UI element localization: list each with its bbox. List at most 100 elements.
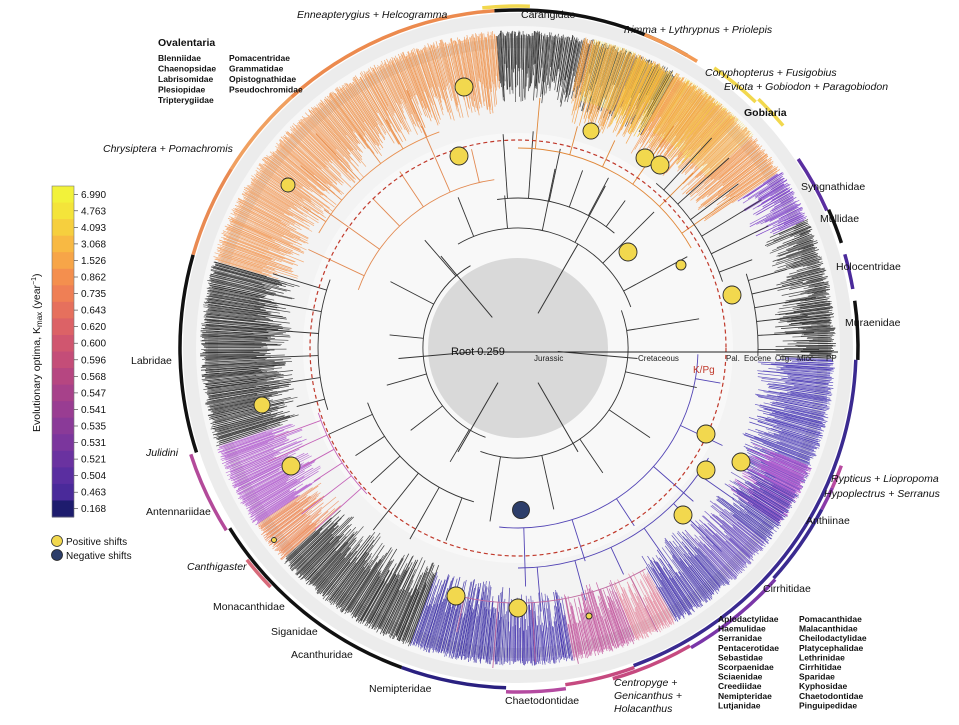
label-hypoplectrus: Hypoplectrus + Serranus [824,488,941,500]
scale-olig: Olig. [775,354,791,363]
label-rypticus: Rypticus + Liopropoma [831,473,939,485]
positive-shift-marker [732,453,750,471]
colorbar-swatch [52,285,74,302]
colorbar-tick-label: 0.531 [81,438,106,449]
eupercaria-family-list: AplodactylidaeHaemulidaeSerranidaePentac… [718,614,867,710]
positive-shift-marker [586,613,592,619]
colorbar-swatch [52,401,74,418]
colorbar-title-sub: max [35,312,44,327]
label-gobiaria: Gobiaria [744,107,787,119]
colorbar-swatch [52,418,74,435]
scale-pp: PP [826,354,837,363]
label-acanthuridae: Acanthuridae [291,649,353,661]
legend-positive-label: Positive shifts [66,537,127,548]
family-name: Pseudochromidae [229,85,303,95]
scale-jurassic: Jurassic [534,354,563,363]
colorbar-title-main: Evolutionary optima, K [31,327,43,432]
scale-cretaceous: Cretaceous [638,354,679,363]
label-ovalentaria: Ovalentaria [158,37,215,49]
label-chaetodontidae: Chaetodontidae [505,695,579,707]
tip-branch [813,339,832,340]
positive-shift-marker [619,243,637,261]
positive-shift-marker [254,397,270,413]
positive-shift-marker [447,587,465,605]
family-name: Tripterygiidae [158,95,214,105]
colorbar-swatch [52,269,74,286]
family-name: Cirrhitidae [799,662,842,672]
colorbar-title-close: ) [31,273,43,277]
colorbar-tick-label: 0.168 [81,504,106,515]
colorbar-tick-label: 0.504 [81,471,106,482]
colorbar-swatch [52,203,74,220]
family-name: Pentacerotidae [718,643,779,653]
colorbar-swatch [52,434,74,451]
colorbar-swatch [52,352,74,369]
scale-mioc: Mioc. [797,354,816,363]
colorbar-tick-label: 1.526 [81,256,106,267]
family-name: Pinguipedidae [799,700,857,710]
tip-branch [515,32,516,87]
family-name: Aplodactylidae [718,614,779,624]
label-siganidae: Siganidae [271,626,318,638]
clade-bar [855,301,858,360]
legend-negative-marker [52,550,63,561]
colorbar-tick-label: 4.093 [81,223,106,234]
colorbar-tick-label: 0.521 [81,455,106,466]
label-julidini: Julidini [145,447,179,459]
colorbar-tick-label: 4.763 [81,206,106,217]
positive-shift-marker [509,599,527,617]
colorbar-swatch [52,302,74,319]
family-name: Kyphosidae [799,681,847,691]
family-name: Sparidae [799,672,835,682]
family-name: Pomacanthidae [799,614,862,624]
label-chrysiptera: Chrysiptera + Pomachromis [103,143,234,155]
label-mullidae: Mullidae [820,213,859,225]
scale-pal: Pal. [726,354,740,363]
label-syngnathidae: Syngnathidae [801,181,865,193]
colorbar-swatch [52,368,74,385]
colorbar-swatch [52,186,74,203]
colorbar-swatch [52,236,74,253]
colorbar-swatch [52,467,74,484]
positive-shift-marker [697,461,715,479]
label-enneapterygius: Enneapterygius + Helcogramma [297,9,447,21]
label-holocentridae: Holocentridae [836,261,901,273]
positive-shift-marker [676,260,686,270]
family-name: Nemipteridae [718,691,772,701]
colorbar-swatch [52,385,74,402]
colorbar-tick-label: 0.600 [81,339,106,350]
clade-bar [506,689,566,692]
ovalentaria-family-list: BlenniidaeChaenopsidaeLabrisomidaePlesio… [158,53,303,105]
label-muraenidae: Muraenidae [845,317,901,329]
family-name: Sebastidae [718,652,763,662]
positive-shift-marker [281,178,295,192]
family-name: Plesiopidae [158,85,206,95]
colorbar-title-unit: (year [31,284,43,311]
colorbar: 6.9904.7634.0933.0681.5260.8620.7350.643… [52,186,106,518]
family-name: Platycephalidae [799,643,864,653]
family-name: Creediidae [718,681,762,691]
colorbar-tick-label: 0.568 [81,372,106,383]
family-name: Malacanthidae [799,624,858,634]
family-name: Grammatidae [229,64,284,74]
positive-shift-marker [583,123,599,139]
family-name: Haemulidae [718,624,766,634]
label-trimma: Trimma + Lythrypnus + Priolepis [622,24,773,36]
colorbar-tick-label: 0.596 [81,355,106,366]
family-name: Chaetodontidae [799,691,863,701]
colorbar-tick-label: 0.535 [81,422,106,433]
colorbar-tick-label: 0.541 [81,405,106,416]
positive-shift-marker [651,156,669,174]
label-coryphopterus: Coryphopterus + Fusigobius [705,67,837,79]
positive-shift-marker [697,425,715,443]
family-name: Pomacentridae [229,53,290,63]
positive-shift-marker [282,457,300,475]
colorbar-tick-label: 0.735 [81,289,106,300]
label-anthiinae: Anthiinae [806,515,850,527]
family-name: Opistognathidae [229,74,296,84]
legend-negative-label: Negative shifts [66,551,132,562]
label-antennariidae: Antennariidae [146,506,211,518]
positive-shift-marker [450,147,468,165]
